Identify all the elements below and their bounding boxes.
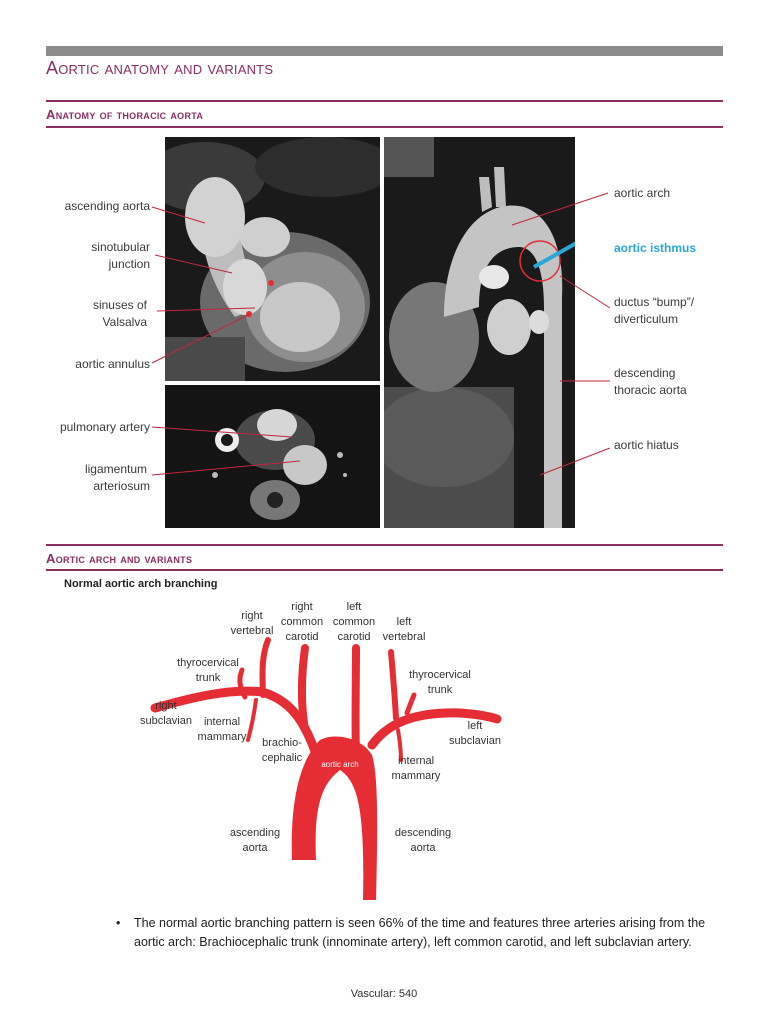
label-descending-2: thoracic aorta: [614, 383, 687, 397]
dlabel-line: right: [291, 601, 313, 613]
label-descending-1: descending: [614, 366, 676, 380]
dlabel-line: subclavian: [140, 715, 192, 727]
bullet-text: The normal aortic branching pattern is s…: [134, 916, 706, 949]
dlabel-thyrocervical-left: thyrocervical trunk: [400, 668, 480, 698]
dlabel-line: aorta: [410, 842, 436, 854]
section-title-anatomy: Anatomy of thoracic aorta: [46, 107, 204, 122]
label-aortic-hiatus: aortic hiatus: [614, 438, 679, 452]
page-title: Aortic anatomy and variants: [46, 58, 274, 78]
label-ligamentum-1: ligamentum: [84, 462, 147, 476]
ct-image-aortic-root: [165, 137, 380, 381]
dlabel-right-subclavian: right subclavian: [134, 699, 198, 729]
label-aortic-arch: aortic arch: [614, 186, 671, 200]
page-footer: Vascular: 540: [350, 988, 418, 1000]
dlabel-line: vertebral: [382, 631, 426, 643]
dlabel-thyrocervical-right: thyrocervical trunk: [168, 656, 248, 686]
label-ductus-1: ductus “bump”/: [614, 295, 695, 309]
dlabel-line: ascending: [229, 827, 281, 839]
dlabel-internal-mammary-left: internal mammary: [384, 754, 448, 784]
dlabel-right-vertebral: right vertebral: [222, 609, 282, 639]
dlabel-left-subclavian: left subclavian: [440, 719, 510, 749]
dlabel-line: descending: [394, 827, 452, 839]
ct-image-aortic-arch: [384, 137, 575, 528]
dlabel-internal-mammary-right: internal mammary: [190, 715, 254, 745]
label-aortic-annulus: aortic annulus: [75, 357, 150, 371]
diagram-subtitle: Normal aortic arch branching: [64, 578, 218, 590]
dlabel-line: thyrocervical: [409, 669, 471, 681]
dlabel-line: left: [396, 616, 412, 628]
dlabel-line: common: [280, 616, 324, 628]
dlabel-line: internal: [397, 755, 435, 767]
dlabel-line: carotid: [337, 631, 371, 643]
dlabel-right-common-carotid: right common carotid: [272, 600, 332, 645]
dlabel-line: carotid: [285, 631, 319, 643]
label-sinuses-1: sinuses of: [92, 298, 147, 312]
dlabel-left-common-carotid: left common carotid: [324, 600, 384, 645]
dlabel-line: aorta: [242, 842, 268, 854]
dlabel-line: trunk: [195, 672, 221, 684]
label-ductus-2: diverticulum: [614, 312, 679, 326]
label-sinotubular-1: sinotubular: [91, 240, 150, 254]
label-aortic-isthmus: aortic isthmus: [614, 241, 697, 255]
dlabel-line: common: [332, 616, 376, 628]
label-sinotubular-2: junction: [108, 257, 150, 271]
section-title-arch: Aortic arch and variants: [46, 551, 193, 566]
diagram-arch-text: aortic arch: [321, 760, 358, 769]
label-sinuses-2: Valsalva: [102, 315, 147, 329]
dlabel-left-vertebral: left vertebral: [374, 615, 434, 645]
header-bar: [46, 46, 723, 56]
section-rule: [46, 126, 723, 128]
dlabel-line: brachio-: [262, 737, 302, 749]
dlabel-line: trunk: [427, 684, 453, 696]
dlabel-line: right: [241, 610, 263, 622]
label-ascending-aorta: ascending aorta: [64, 199, 150, 213]
dlabel-brachiocephalic: brachio- cephalic: [250, 736, 314, 766]
dlabel-line: thyrocervical: [177, 657, 239, 669]
dlabel-line: left: [346, 601, 362, 613]
dlabel-line: mammary: [391, 770, 441, 782]
bullet-item: • The normal aortic branching pattern is…: [116, 914, 734, 952]
dlabel-line: internal: [203, 716, 241, 728]
dlabel-line: left: [467, 720, 483, 732]
dlabel-line: right: [155, 700, 177, 712]
dlabel-line: subclavian: [449, 735, 501, 747]
dlabel-line: mammary: [197, 731, 247, 743]
label-pulmonary-artery: pulmonary artery: [59, 420, 150, 434]
label-ligamentum-2: arteriosum: [93, 479, 150, 493]
bullet-dot-icon: •: [116, 916, 121, 930]
dlabel-line: cephalic: [261, 752, 303, 764]
dlabel-line: vertebral: [230, 625, 274, 637]
section-rule: [46, 544, 723, 546]
dlabel-descending-aorta: descending aorta: [388, 826, 458, 856]
dlabel-ascending-aorta: ascending aorta: [222, 826, 288, 856]
section-rule: [46, 569, 723, 571]
section-rule: [46, 100, 723, 102]
ct-image-pulmonary-level: [165, 385, 380, 528]
